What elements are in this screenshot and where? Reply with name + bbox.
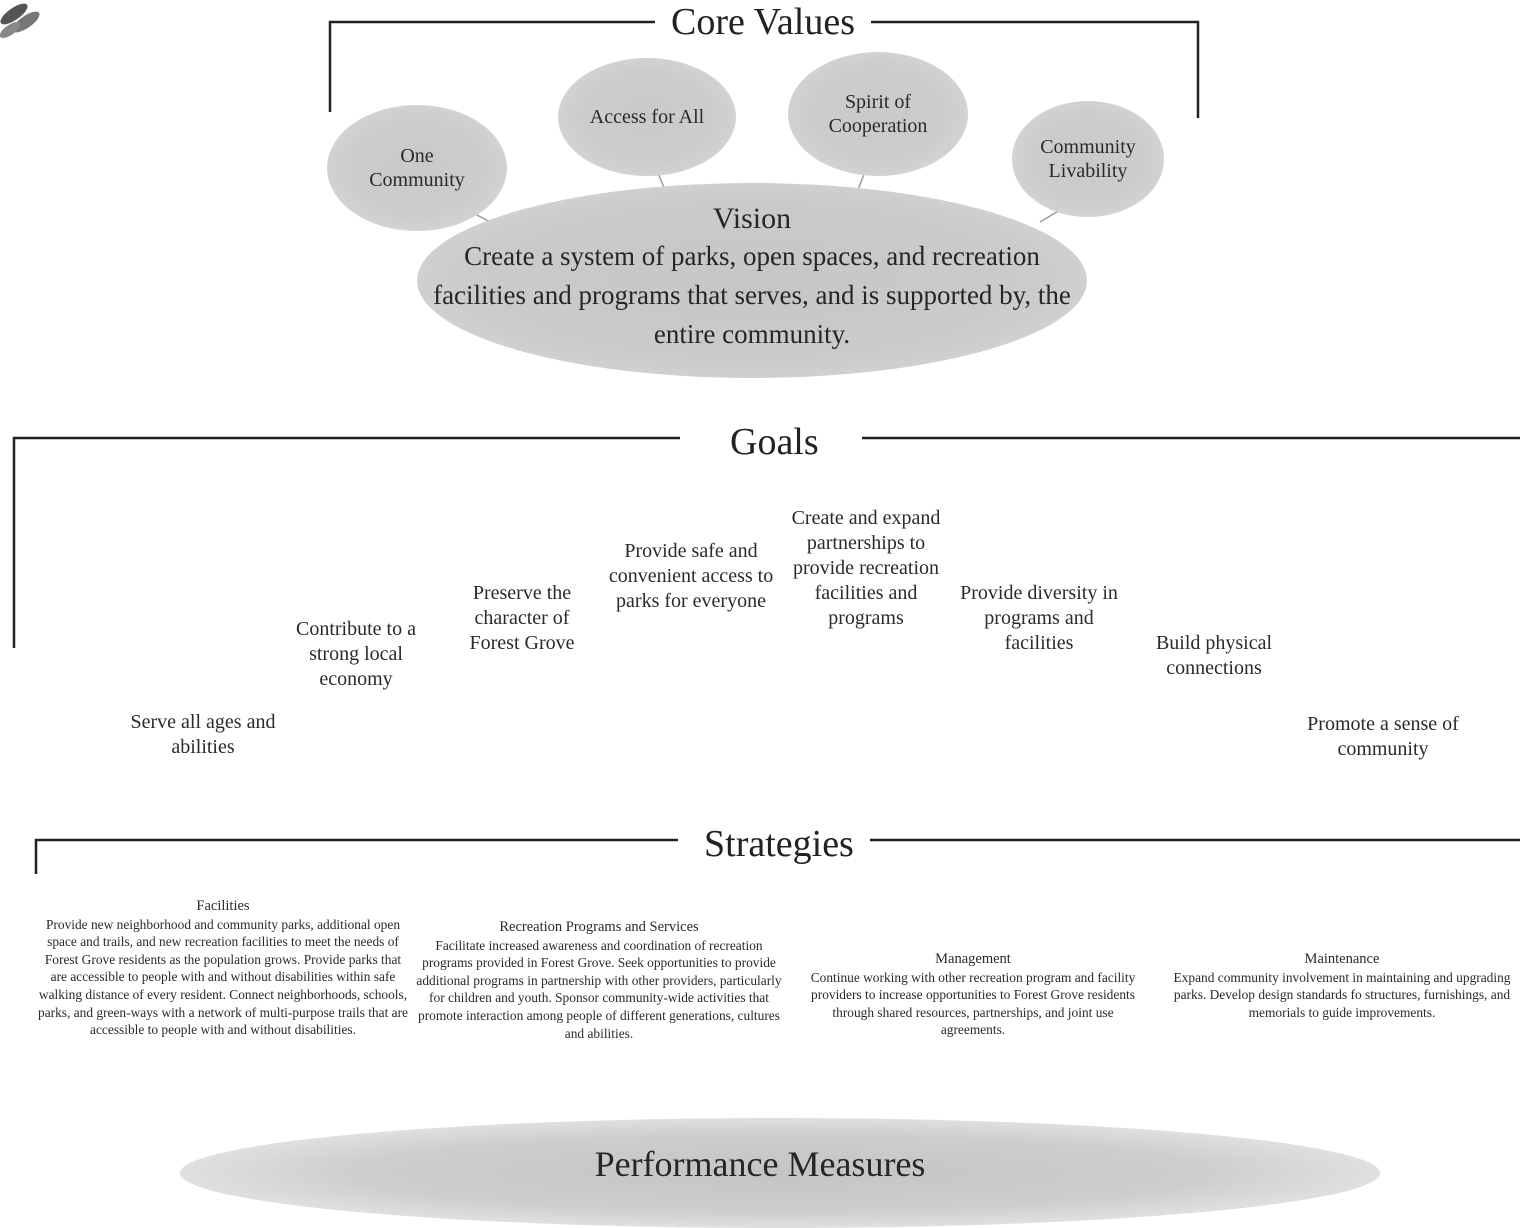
strategy-management: Management Continue working with other r… — [800, 951, 1146, 1039]
strategy-recreation-programs: Recreation Programs and Services Facilit… — [416, 919, 782, 1042]
goal-serve-all-ages: Serve all ages and abilities — [130, 711, 276, 758]
strategy-title: Maintenance — [1304, 951, 1380, 967]
core-values-title: Core Values — [655, 0, 871, 44]
strategy-text: Expand community involvement in maintain… — [1173, 969, 1511, 1020]
strategy-text: Provide new neighborhood and community p… — [38, 916, 408, 1038]
value-bubble-one-community: One Community — [327, 105, 507, 231]
goal-diversity: Provide diversity in programs and facili… — [960, 582, 1118, 654]
goals-bracket — [12, 436, 1520, 648]
performance-measures-title: Performance Measures — [594, 1144, 926, 1184]
value-bubble-spirit-of-cooperation: Spirit of Cooperation — [788, 52, 968, 176]
strategy-title: Management — [935, 951, 1011, 967]
strategy-facilities: Facilities Provide new neighborhood and … — [38, 898, 408, 1039]
goals-title: Goals — [714, 420, 835, 464]
value-bubble-access-for-all: Access for All — [558, 58, 736, 176]
leaf-cluster-icon — [0, 3, 40, 39]
value-label: One Community — [369, 145, 465, 191]
strategy-maintenance: Maintenance Expand community involvement… — [1166, 951, 1518, 1021]
strategies-bracket — [34, 838, 1520, 874]
vision-bubble: Vision Create a system of parks, open sp… — [417, 183, 1087, 378]
value-label: Community Livability — [1040, 136, 1136, 182]
goal-safe-access: Provide safe and convenient access to pa… — [608, 540, 774, 612]
value-bubble-community-livability: Community Livability — [1012, 101, 1164, 217]
vision-title: Vision — [712, 202, 792, 235]
value-label: Spirit of Cooperation — [828, 91, 928, 137]
goal-sense-of-community: Promote a sense of community — [1307, 713, 1459, 760]
goal-local-economy: Contribute to a strong local economy — [296, 618, 416, 690]
strategy-title: Recreation Programs and Services — [499, 919, 699, 935]
goal-preserve-character: Preserve the character of Forest Grove — [469, 582, 575, 654]
value-label: Access for All — [589, 106, 705, 128]
goal-partnerships: Create and expand partnerships to provid… — [791, 507, 941, 629]
goal-physical-connections: Build physical connections — [1155, 632, 1273, 679]
strategy-text: Facilitate increased awareness and coord… — [416, 937, 782, 1041]
strategies-title: Strategies — [688, 822, 870, 866]
strategy-text: Continue working with other recreation p… — [810, 969, 1136, 1038]
strategy-title: Facilities — [196, 898, 250, 914]
vision-text: Create a system of parks, open spaces, a… — [433, 241, 1071, 349]
core-values-bracket — [328, 20, 1200, 118]
